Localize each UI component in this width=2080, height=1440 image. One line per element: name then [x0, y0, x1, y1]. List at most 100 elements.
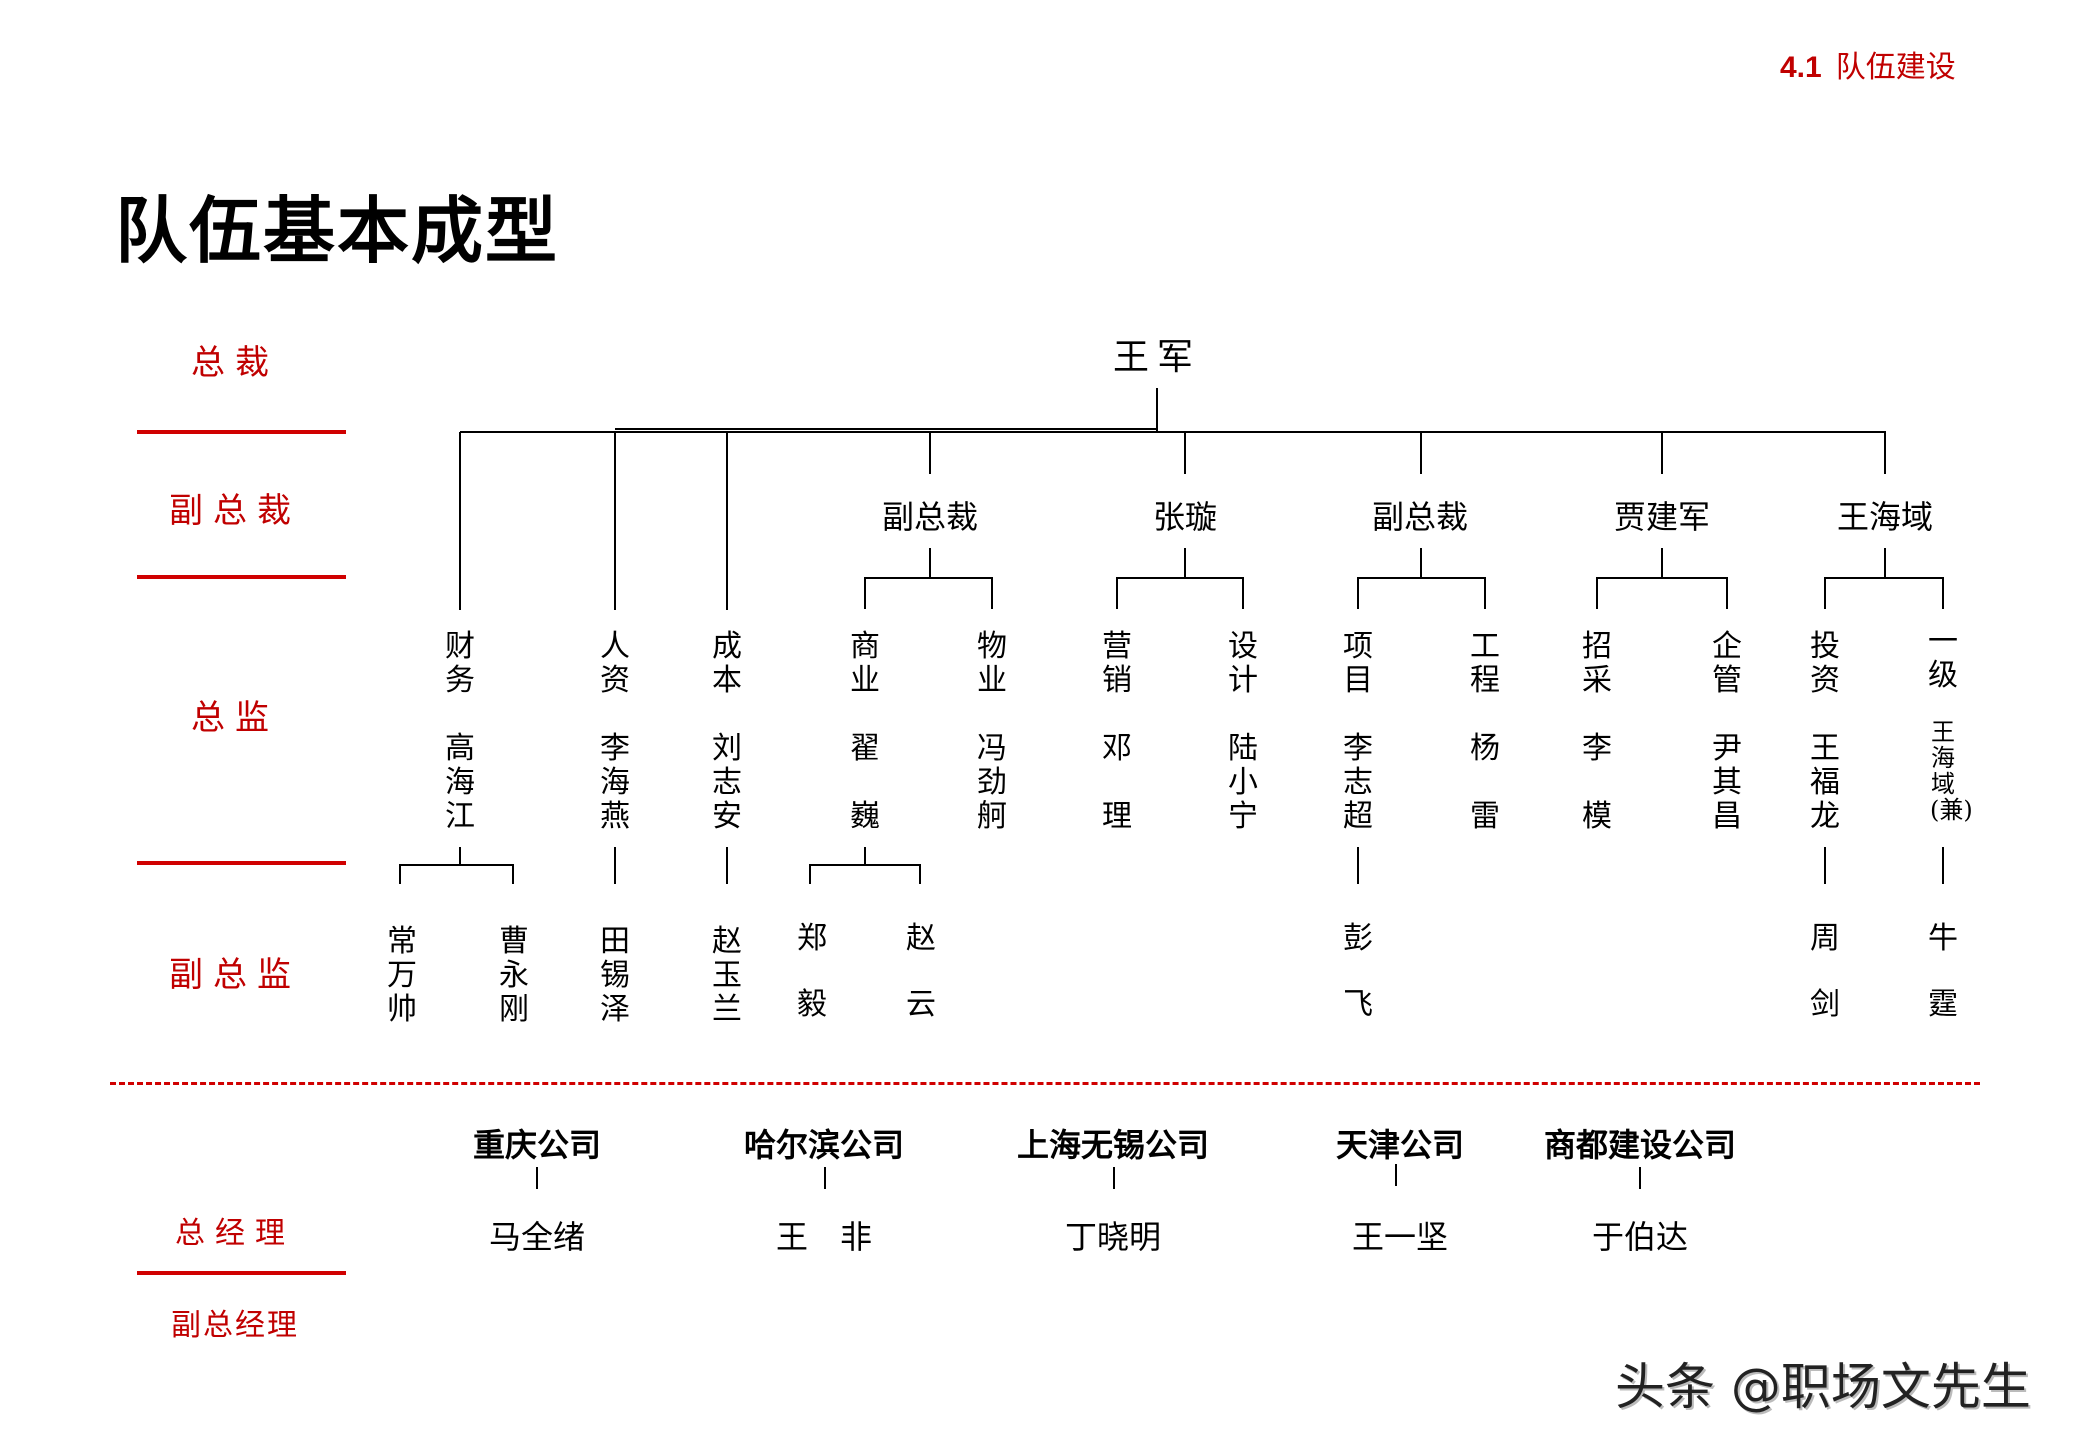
connector: [1661, 432, 1663, 474]
connector: [1639, 1167, 1641, 1189]
connector: [865, 577, 993, 579]
connector: [614, 432, 616, 610]
general-manager-name: 于伯达: [1591, 1218, 1689, 1256]
level-divider: [137, 430, 346, 434]
general-manager-name: 王一坚: [1351, 1218, 1449, 1256]
connector: [1825, 577, 1943, 579]
deputy-director-node: 田锡泽: [600, 924, 630, 1027]
connector: [1156, 388, 1158, 432]
connector: [726, 432, 728, 610]
connector: [615, 428, 1157, 430]
connector: [1884, 432, 1886, 474]
company-node: 商都建设公司: [1543, 1126, 1737, 1164]
vp-node: 贾建军: [1613, 498, 1711, 536]
connector: [1942, 847, 1944, 884]
section-header: 4.1 队伍建设: [1780, 42, 1956, 86]
connector: [1358, 577, 1485, 579]
connector: [726, 847, 728, 884]
general-manager-name: 丁晓明: [1064, 1218, 1162, 1256]
connector: [864, 577, 866, 609]
connector: [1484, 577, 1486, 609]
connector: [929, 548, 931, 578]
connector: [919, 864, 921, 884]
director-node: 一级王海域(兼): [1928, 624, 1973, 824]
director-node: 营销邓理: [1102, 629, 1132, 834]
watermark: 头条 @职场文先生: [1615, 1358, 2031, 1416]
level-divider: [137, 575, 346, 579]
connector: [1116, 577, 1118, 609]
connector: [400, 864, 514, 866]
section-number: 4.1: [1780, 51, 1822, 84]
connector: [1357, 577, 1359, 609]
level-label-president: 总裁: [191, 343, 279, 383]
vp-node: 副总裁: [1371, 498, 1469, 536]
connector: [991, 577, 993, 609]
vp-node: 张璇: [1152, 498, 1218, 536]
company-node: 上海无锡公司: [1016, 1126, 1210, 1164]
connector: [512, 864, 514, 884]
director-node: 项目李志超: [1343, 629, 1373, 834]
connector: [1596, 577, 1598, 609]
deputy-director-node: 赵云: [906, 921, 936, 1022]
deputy-director-node: 曹永刚: [499, 924, 529, 1027]
connector: [824, 1167, 826, 1189]
company-node: 天津公司: [1335, 1126, 1465, 1164]
connector: [614, 847, 616, 884]
connector: [459, 847, 461, 865]
level-divider: [137, 1271, 346, 1275]
connector: [1395, 1164, 1397, 1186]
director-node: 财务高海江: [445, 629, 475, 834]
vp-node: 副总裁: [881, 498, 979, 536]
deputy-director-node: 彭飞: [1343, 921, 1373, 1022]
connector: [1184, 548, 1186, 578]
connector: [1184, 432, 1186, 474]
director-node: 设计陆小宁: [1228, 629, 1258, 834]
connector: [1942, 577, 1944, 609]
page-title: 队伍基本成型: [115, 189, 560, 273]
company-node: 哈尔滨公司: [743, 1126, 905, 1164]
deputy-director-node: 周剑: [1810, 921, 1840, 1022]
connector: [1113, 1167, 1115, 1189]
connector: [809, 864, 811, 884]
connector: [536, 1167, 538, 1189]
general-manager-name: 马全绪: [488, 1218, 586, 1256]
deputy-director-node: 赵玉兰: [712, 924, 742, 1027]
president-node: 王军: [1112, 337, 1202, 378]
connector: [929, 432, 931, 474]
connector: [810, 864, 921, 866]
connector: [1242, 577, 1244, 609]
level-label-general-manager: 总经理: [175, 1216, 295, 1251]
connector: [1357, 847, 1359, 884]
general-manager-name: 王 非: [775, 1218, 873, 1256]
deputy-director-node: 常万帅: [387, 924, 417, 1027]
level-divider: [137, 861, 346, 865]
level-label-vice-president: 副总裁: [169, 491, 301, 531]
connector: [1420, 432, 1422, 474]
level-label-director: 总监: [191, 698, 279, 738]
connector: [1726, 577, 1728, 609]
director-node: 工程杨雷: [1470, 629, 1500, 834]
connector: [864, 847, 866, 865]
connector: [1661, 548, 1663, 578]
director-node: 成本刘志安: [712, 629, 742, 834]
section-title: 队伍建设: [1835, 51, 1956, 84]
level-label-deputy-general-manager: 副总经理: [171, 1308, 299, 1343]
connector: [460, 431, 1886, 433]
director-node: 投资王福龙: [1810, 629, 1840, 834]
connector: [459, 432, 461, 610]
connector: [1597, 577, 1727, 579]
director-node: 商业翟巍: [850, 629, 880, 834]
director-node: 招采李模: [1582, 629, 1612, 834]
connector: [1824, 577, 1826, 609]
connector: [1117, 577, 1243, 579]
director-node: 人资李海燕: [600, 629, 630, 834]
director-node: 物业冯劲舸: [977, 629, 1007, 834]
connector: [1884, 548, 1886, 578]
deputy-director-node: 牛霆: [1928, 921, 1958, 1022]
connector: [399, 864, 401, 884]
director-node: 企管尹其昌: [1712, 629, 1742, 834]
vp-node: 王海域: [1836, 498, 1934, 536]
section-separator: [110, 1082, 1980, 1085]
company-node: 重庆公司: [472, 1126, 602, 1164]
connector: [1824, 847, 1826, 884]
